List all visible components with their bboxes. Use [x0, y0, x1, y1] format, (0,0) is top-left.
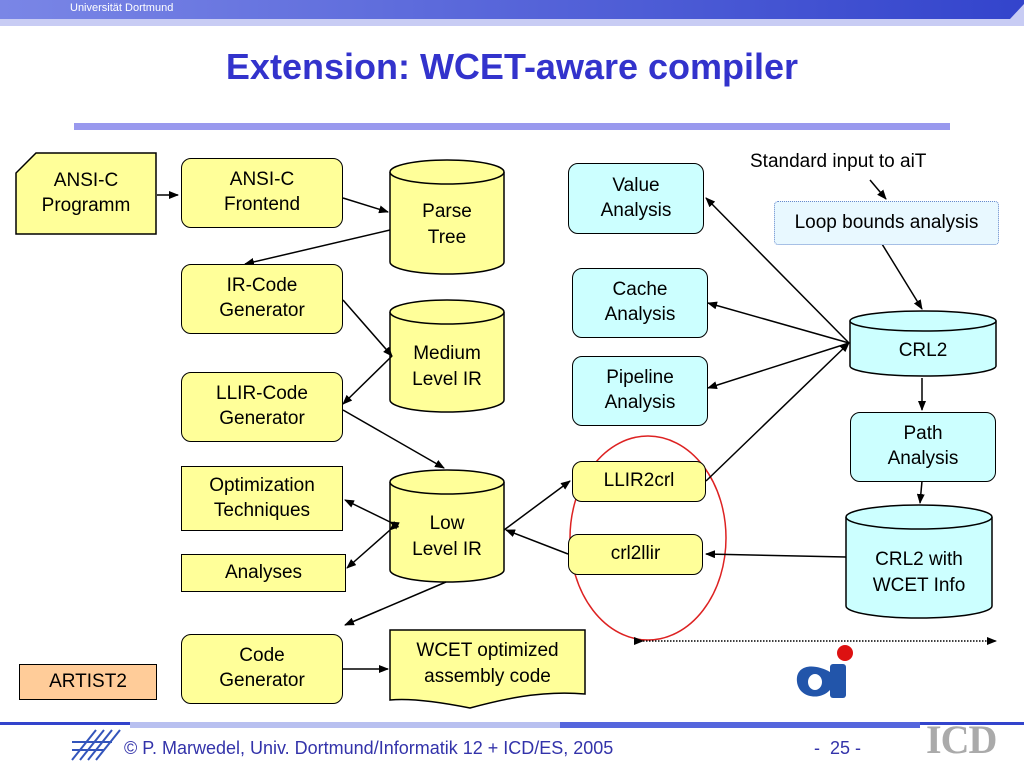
low-level-ir-label: Low Level IR: [412, 513, 482, 560]
grid-stripes-icon: [71, 729, 121, 761]
arrow-frontend-parsetree: [342, 197, 389, 214]
analyses-node: Analyses: [181, 554, 346, 592]
code-generator-node: Code Generator: [181, 634, 343, 704]
university-label: Universität Dortmund: [70, 2, 174, 14]
llir2crl-node: LLIR2crl: [572, 461, 706, 502]
ir-code-generator-node: IR-Code Generator: [181, 264, 343, 334]
arrow-medium-llirgen: [342, 355, 393, 405]
arrow-irgen-medium: [342, 299, 393, 357]
cache-analysis-label: Cache Analysis: [604, 279, 676, 325]
wcet-optimized-code-label: WCET optimized assembly code: [416, 640, 559, 687]
pipeline-analysis-label: Pipeline Analysis: [604, 367, 676, 413]
arrow-crl2llir-lowir: [505, 529, 569, 555]
arrow-lowir-llir2crl: [503, 480, 571, 531]
title-underline: [74, 123, 950, 130]
ansi-c-programm-node: ANSI-C Programm: [16, 153, 156, 234]
ansi-c-frontend-node: ANSI-C Frontend: [181, 158, 343, 228]
medium-level-ir-label: Medium Level IR: [412, 343, 482, 390]
low-level-ir-cylinder: [389, 469, 505, 583]
top-bar: [0, 0, 1024, 26]
value-analysis-label: Value Analysis: [600, 174, 672, 221]
parse-tree-label: Parse Tree: [422, 201, 472, 248]
path-analysis-node: Path Analysis: [850, 412, 996, 482]
crl2-cylinder: [849, 310, 997, 377]
arrow-crl2-value: [705, 197, 850, 344]
arrow-standard-loop: [869, 179, 887, 200]
llir-code-generator-label: LLIR-Code Generator: [216, 383, 308, 429]
page-title: Extension: WCET-aware compiler: [225, 46, 799, 87]
ansi-c-frontend-label: ANSI-C Frontend: [223, 169, 301, 215]
arrow-llirgen-lowir: [342, 409, 445, 469]
arrow-loop-crl2: [881, 243, 923, 310]
arrow-parsetree-irgen: [244, 229, 391, 266]
footer-credit: © P. Marwedel, Univ. Dortmund/Informatik…: [124, 738, 614, 758]
path-analysis-label: Path Analysis: [887, 423, 959, 469]
cache-analysis-node: Cache Analysis: [572, 268, 708, 338]
icd-logo: ICD: [926, 717, 997, 762]
arrow-path-crl2wcet: [916, 480, 925, 504]
arrow-crl2-cache: [707, 301, 850, 344]
loop-bounds-analysis-node: Loop bounds analysis: [774, 201, 999, 245]
crl2-label: CRL2: [898, 340, 948, 362]
optimization-techniques-label: Optimization Techniques: [209, 474, 315, 521]
analyses-label: Analyses: [224, 561, 303, 583]
medium-level-ir-cylinder: [389, 299, 505, 413]
artist2-badge: ARTIST2: [19, 664, 157, 700]
arrow-opt-lowir: [344, 499, 400, 530]
ir-code-generator-label: IR-Code Generator: [219, 275, 305, 321]
optimization-techniques-node: Optimization Techniques: [181, 466, 343, 531]
page-number: - 25 -: [814, 738, 862, 758]
ansi-c-programm-shape: [15, 152, 157, 235]
value-analysis-node: Value Analysis: [568, 163, 704, 234]
ai-logo-icon: [796, 645, 853, 698]
ansi-c-programm-label: ANSI-C Programm: [41, 169, 131, 216]
crl2-wcet-info-cylinder: [845, 504, 993, 619]
arrow-crl2-pipeline: [707, 342, 850, 390]
parse-tree-cylinder: [389, 159, 505, 275]
code-generator-label: Code Generator: [219, 645, 305, 691]
arrow-llir2crl-crl2: [705, 342, 850, 482]
arrow-crl2wcet-crl2llir: [705, 550, 847, 559]
pipeline-analysis-node: Pipeline Analysis: [572, 356, 708, 426]
crl2-wcet-info-label: CRL2 with WCET Info: [872, 549, 966, 596]
llir-code-generator-node: LLIR-Code Generator: [181, 372, 343, 442]
wcet-code-shape: [389, 629, 586, 709]
arrow-lowir-codegen: [344, 581, 447, 626]
arrow-analyses-lowir: [346, 521, 400, 569]
crl2llir-node: crl2llir: [568, 534, 703, 575]
standard-input-annotation: Standard input to aiT: [750, 151, 927, 172]
crl2llir-label: crl2llir: [610, 543, 661, 565]
footer-bars: [0, 722, 1024, 728]
llir2crl-label: LLIR2crl: [603, 470, 675, 492]
